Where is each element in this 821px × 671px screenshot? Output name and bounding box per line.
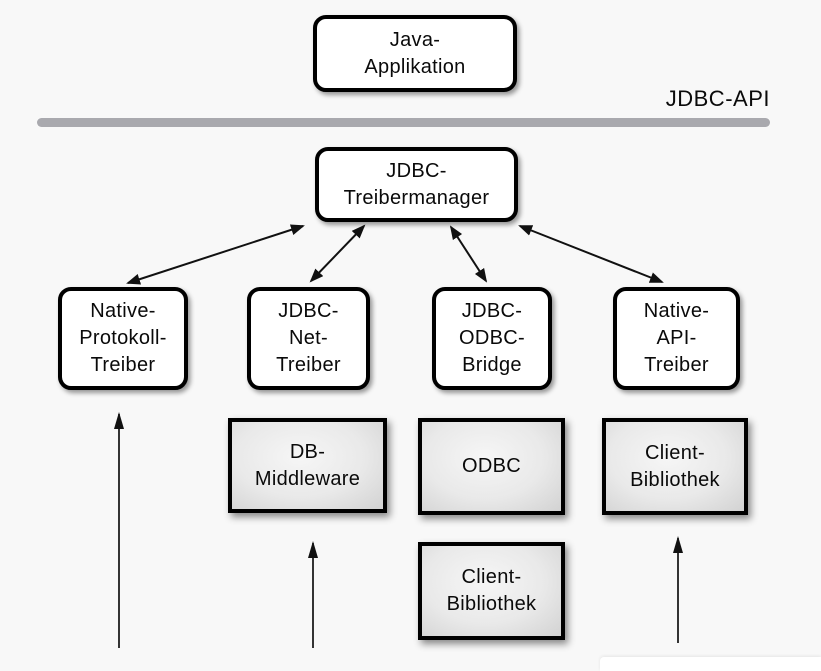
node-db-middleware: DB- Middleware [228,418,387,513]
node-client-bibliothek-mitte: Client- Bibliothek [602,418,748,515]
node-java-applikation: Java- Applikation [313,15,517,92]
edge-manager-native-protokoll [126,224,305,285]
edge-manager-jdbc-odbc [449,225,488,283]
node-native-protokoll-treiber: Native- Protokoll- Treiber [58,287,188,390]
node-jdbc-odbc-bridge: JDBC- ODBC- Bridge [432,287,552,390]
edge-manager-native-api [518,225,664,283]
jdbc-api-divider-line [37,118,770,127]
edge-manager-jdbc-net [309,224,366,283]
node-client-bibliothek-unten: Client- Bibliothek [418,542,565,640]
node-native-api-treiber: Native- API- Treiber [613,287,740,390]
jdbc-api-label: JDBC-API [665,86,770,111]
node-odbc: ODBC [418,418,565,515]
bottom-right-cutoff-box [600,657,821,671]
node-jdbc-net-treiber: JDBC- Net- Treiber [247,287,370,390]
node-jdbc-treibermanager: JDBC- Treibermanager [315,147,518,222]
